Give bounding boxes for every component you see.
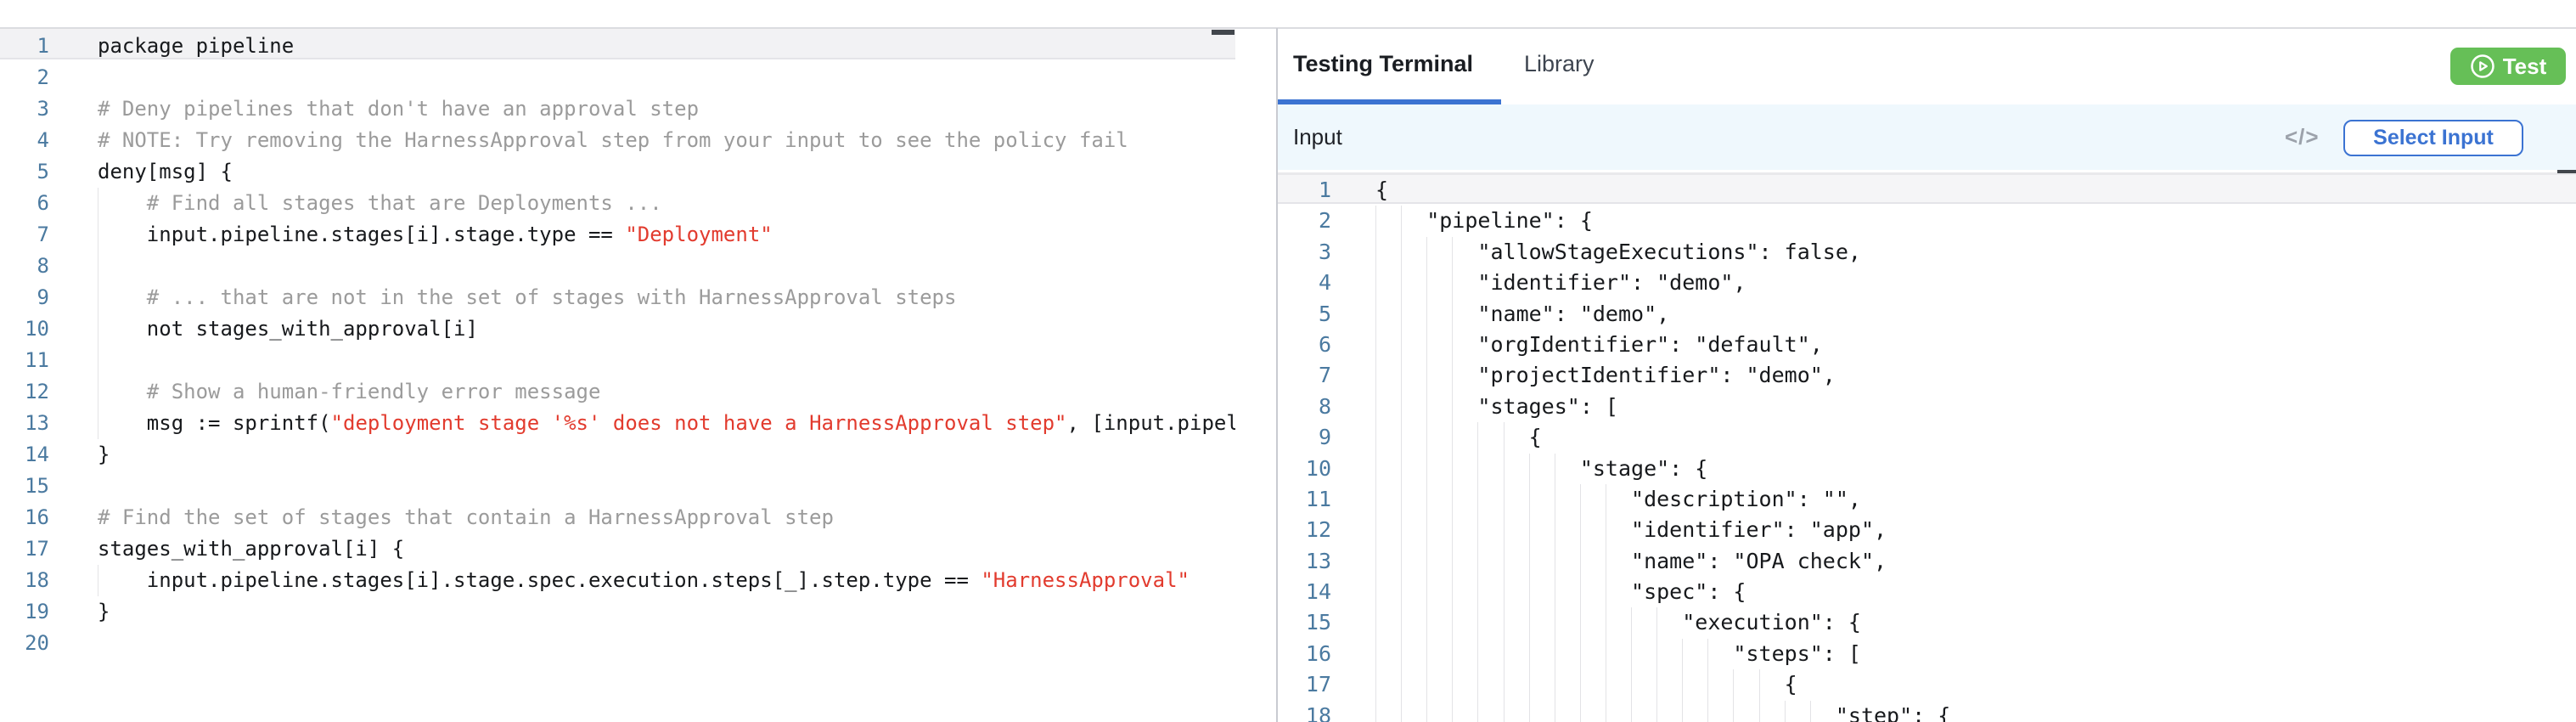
code-line: 12 # Show a human-friendly error message	[0, 376, 1235, 408]
code-line: 16 "steps": [	[1278, 638, 2576, 670]
line-number: 13	[25, 411, 49, 435]
input-json-editor[interactable]: 1{2 "pipeline": {3 "allowStageExecutions…	[1278, 170, 2576, 722]
line-number: 16	[1305, 640, 1331, 666]
code-line: 19}	[0, 596, 1235, 628]
code-line: 4# NOTE: Try removing the HarnessApprova…	[0, 125, 1235, 156]
code-line: 15	[0, 471, 1235, 502]
code-view-icon[interactable]: </>	[2285, 124, 2320, 149]
panel-top-border	[0, 27, 2576, 29]
line-number: 10	[25, 317, 49, 341]
line-number: 19	[25, 600, 49, 623]
line-number: 7	[37, 223, 49, 246]
code-line: 8 "stages": [	[1278, 391, 2576, 423]
code-line: 17 {	[1278, 669, 2576, 701]
line-number: 9	[1318, 425, 1331, 450]
input-json-lines: 1{2 "pipeline": {3 "allowStageExecutions…	[1278, 175, 2576, 722]
line-number: 18	[1305, 702, 1331, 722]
line-number: 5	[1318, 301, 1331, 326]
line-number: 15	[25, 474, 49, 498]
code-line: 2	[0, 62, 1235, 93]
code-line: 9 # ... that are not in the set of stage…	[0, 282, 1235, 313]
test-button[interactable]: Test	[2450, 48, 2566, 85]
code-line: 11 "description": "",	[1278, 483, 2576, 516]
input-section-title: Input	[1293, 124, 1342, 149]
code-line: 12 "identifier": "app",	[1278, 515, 2576, 546]
line-number: 4	[1318, 270, 1331, 296]
testing-tabs: Testing Terminal Library Test	[1278, 29, 2576, 99]
line-number: 14	[25, 443, 49, 466]
line-number: 20	[25, 631, 49, 655]
line-number: 1	[1318, 178, 1331, 202]
code-line: 6 # Find all stages that are Deployments…	[0, 188, 1235, 219]
line-number: 6	[1318, 331, 1331, 357]
line-number: 7	[1318, 363, 1331, 388]
line-number: 12	[25, 380, 49, 403]
code-line: 7 "projectIdentifier": "demo",	[1278, 360, 2576, 392]
code-line: 14 "spec": {	[1278, 577, 2576, 608]
line-number: 14	[1305, 579, 1331, 605]
code-line: 13 "name": "OPA check",	[1278, 545, 2576, 578]
testing-panel: Testing Terminal Library Test Input </> …	[1278, 29, 2576, 722]
line-number: 18	[25, 568, 49, 592]
line-number: 9	[37, 285, 49, 309]
line-number: 3	[37, 97, 49, 121]
active-tab-underline	[1278, 99, 1501, 104]
line-number: 3	[1318, 239, 1331, 264]
code-line: 1{	[1278, 175, 2576, 206]
code-line: 15 "execution": {	[1278, 607, 2576, 639]
code-line: 11	[0, 345, 1235, 376]
code-line: 10 not stages_with_approval[i]	[0, 313, 1235, 345]
code-line: 13 msg := sprintf("deployment stage '%s'…	[0, 408, 1235, 439]
line-number: 6	[37, 191, 49, 215]
line-number: 2	[37, 65, 49, 89]
tab-library[interactable]: Library	[1524, 51, 1595, 76]
code-line: 9 {	[1278, 422, 2576, 454]
test-button-label: Test	[2502, 53, 2547, 79]
line-number: 17	[1305, 672, 1331, 697]
code-line: 7 input.pipeline.stages[i].stage.type ==…	[0, 219, 1235, 251]
line-number: 12	[1305, 517, 1331, 543]
line-number: 8	[1318, 393, 1331, 419]
play-circle-icon	[2470, 54, 2494, 78]
code-line: 16# Find the set of stages that contain …	[0, 502, 1235, 533]
code-line: 10 "stage": {	[1278, 453, 2576, 484]
code-line: 18 "step": {	[1278, 700, 2576, 722]
line-number: 17	[25, 537, 49, 561]
line-number: 5	[37, 160, 49, 183]
code-line: 2 "pipeline": {	[1278, 206, 2576, 237]
line-number: 8	[37, 254, 49, 278]
select-input-button[interactable]: Select Input	[2343, 120, 2523, 156]
panel-divider	[1276, 28, 1278, 722]
code-line: 14}	[0, 439, 1235, 471]
line-number: 16	[25, 505, 49, 529]
code-line: 20	[0, 628, 1235, 659]
current-line-highlight	[1278, 172, 2576, 204]
code-line: 4 "identifier": "demo",	[1278, 268, 2576, 299]
code-line: 18 input.pipeline.stages[i].stage.spec.e…	[0, 565, 1235, 596]
line-number: 11	[25, 348, 49, 372]
current-line-highlight	[0, 29, 1235, 59]
line-number: 13	[1305, 548, 1331, 573]
code-line: 3# Deny pipelines that don't have an app…	[0, 93, 1235, 125]
overview-ruler-mark	[1212, 30, 1235, 35]
code-line: 5 "name": "demo",	[1278, 298, 2576, 330]
input-section-header: Input </> Select Input	[1278, 104, 2576, 170]
overview-ruler-mark	[2557, 170, 2576, 173]
line-number: 15	[1305, 610, 1331, 635]
line-number: 11	[1305, 486, 1331, 511]
code-line: 3 "allowStageExecutions": false,	[1278, 236, 2576, 268]
line-number: 10	[1305, 455, 1331, 481]
line-number: 1	[37, 34, 49, 58]
code-line: 8	[0, 251, 1235, 282]
line-number: 4	[37, 128, 49, 152]
code-line: 6 "orgIdentifier": "default",	[1278, 329, 2576, 361]
line-number: 2	[1318, 208, 1331, 234]
tab-testing-terminal[interactable]: Testing Terminal	[1293, 51, 1474, 76]
